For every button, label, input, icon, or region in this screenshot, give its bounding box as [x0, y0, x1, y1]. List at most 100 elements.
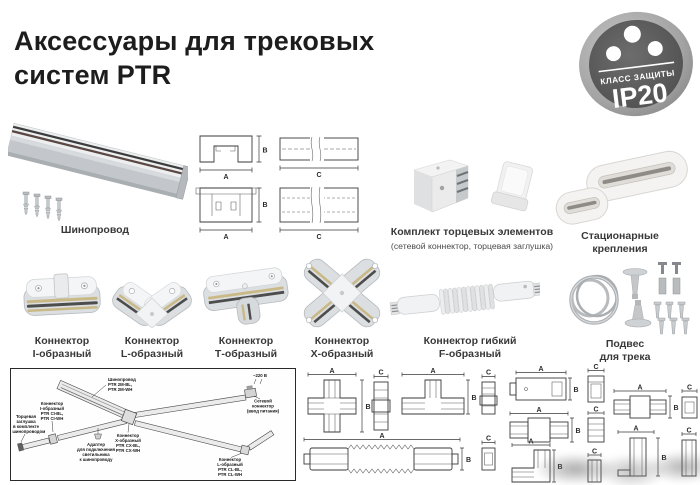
svg-text:C: C	[486, 436, 491, 443]
diagram-i-connector	[48, 433, 58, 445]
svg-text:Х-образный: Х-образный	[115, 438, 141, 443]
screws	[658, 262, 681, 295]
mount-small	[555, 187, 609, 225]
svg-text:для подключения: для подключения	[77, 447, 116, 452]
svg-text:A: A	[223, 234, 228, 240]
connector-i-label: Коннектор I-образный	[32, 335, 92, 360]
svg-text:B: B	[263, 148, 268, 155]
connector-flex-photo	[389, 280, 540, 316]
connector-l-label: Коннектор L-образный	[120, 335, 184, 360]
svg-text:B: B	[662, 455, 667, 462]
page-title-line1: Аксессуары для трековых	[14, 26, 375, 56]
badge-dot-top	[623, 25, 641, 43]
end-elements-kit-photo	[413, 159, 533, 213]
svg-text:A: A	[528, 439, 533, 446]
assembly-diagram: Шинопровод PTR 2M-BL, PTR 2M-WH ~220 В С…	[9, 368, 296, 481]
svg-text:PTR CL-WH: PTR CL-WH	[218, 472, 242, 477]
svg-text:(ввод питания): (ввод питания)	[247, 409, 280, 414]
track-photo	[8, 122, 188, 222]
diagram-x-connector	[120, 408, 138, 426]
svg-text:C: C	[486, 370, 491, 377]
svg-text:B: B	[366, 404, 371, 411]
svg-text:Коннектор: Коннектор	[219, 457, 242, 462]
svg-text:C: C	[316, 234, 321, 240]
svg-text:с шинопроводом: с шинопроводом	[11, 429, 45, 434]
ip20-badge-icon: КЛАСС ЗАЩИТЫ IP20	[579, 11, 693, 117]
svg-text:Коннектор: Коннектор	[117, 433, 140, 438]
diagram-end-cap	[17, 442, 24, 452]
svg-text:PTR CX-BL,: PTR CX-BL,	[116, 443, 140, 448]
suspension-label: Подвес для трека	[599, 338, 651, 363]
connector-l-photo	[112, 282, 192, 329]
track-label: Шинопровод	[60, 224, 130, 236]
svg-text:L-образный: L-образный	[217, 462, 243, 467]
svg-text:светильника: светильника	[82, 452, 110, 457]
svg-text:заглушка: заглушка	[16, 419, 36, 424]
badge-ip-text: IP20	[611, 77, 670, 114]
svg-text:A: A	[379, 433, 384, 440]
svg-text:C: C	[378, 370, 383, 377]
svg-text:~220 В: ~220 В	[253, 373, 267, 378]
stationary-mounts-photo	[555, 150, 688, 225]
track-dimension-drawings: A B C A B C	[195, 135, 359, 240]
svg-text:I-образный: I-образный	[40, 406, 64, 411]
svg-text:Сетевой: Сетевой	[254, 399, 272, 404]
svg-text:B: B	[472, 395, 477, 402]
svg-text:в комплекте: в комплекте	[13, 424, 40, 429]
svg-text:B: B	[574, 387, 579, 394]
connector-dimension-drawings: A B C A B C A B	[303, 368, 498, 474]
ceiling-fixings	[622, 268, 652, 328]
diagram-adapter	[94, 428, 102, 440]
cable-coil	[569, 274, 619, 325]
svg-text:B: B	[576, 428, 581, 435]
mounts-label: Стационарные крепления	[581, 230, 659, 255]
svg-text:A: A	[329, 368, 334, 375]
svg-text:B: B	[558, 464, 563, 471]
mount-large	[586, 150, 688, 202]
svg-text:PTR CL-BL,: PTR CL-BL,	[218, 467, 242, 472]
svg-text:к шинопроводу: к шинопроводу	[80, 457, 114, 462]
connector-x-photo	[303, 258, 381, 328]
assembly-diagram-drawing: Шинопровод PTR 2M-BL, PTR 2M-WH ~220 В С…	[9, 373, 280, 477]
svg-text:Коннектор: Коннектор	[41, 401, 64, 406]
power-feed-connector	[413, 159, 469, 213]
svg-text:C: C	[316, 172, 321, 179]
connector-t-photo	[203, 267, 289, 325]
svg-text:A: A	[430, 368, 435, 375]
connector-t-label: Коннектор Т-образный	[214, 335, 278, 360]
svg-text:A: A	[536, 407, 541, 414]
badge-dot-left	[606, 46, 622, 62]
svg-text:C: C	[687, 385, 692, 392]
badge-dot-right	[647, 41, 663, 57]
svg-text:C: C	[686, 428, 691, 435]
svg-text:коннектор: коннектор	[252, 404, 274, 409]
svg-text:C: C	[593, 407, 598, 414]
svg-text:PTR 2M-BL,: PTR 2M-BL,	[108, 382, 132, 387]
brand-name: PTR	[116, 60, 172, 90]
svg-text:Адаптер: Адаптер	[87, 442, 105, 447]
connector-x-label: Коннектор Х-образный	[310, 335, 374, 360]
ip20-protection-badge: КЛАСС ЗАЩИТЫ IP20	[571, 4, 700, 124]
svg-text:PTR CX-WH: PTR CX-WH	[116, 448, 140, 453]
svg-text:PTR CI-BL,: PTR CI-BL,	[41, 411, 63, 416]
svg-text:B: B	[466, 457, 471, 464]
diagram-l-connector	[239, 444, 251, 456]
diagram-power-connector	[244, 385, 257, 399]
connector-i-photo	[23, 273, 101, 316]
connector-flex-label: Коннектор гибкий F-образный	[423, 335, 517, 360]
svg-text:C: C	[593, 364, 598, 371]
svg-text:Шинопровод: Шинопровод	[108, 377, 136, 382]
svg-text:A: A	[223, 174, 228, 181]
end-cap	[491, 161, 533, 212]
end-kit-label: Комплект торцевых элементов (сетевой кон…	[390, 226, 554, 251]
anchors	[653, 301, 690, 335]
svg-text:A: A	[538, 366, 543, 373]
svg-text:Торцевая: Торцевая	[16, 414, 37, 419]
svg-text:B: B	[263, 202, 268, 209]
svg-text:PTR CI-WH: PTR CI-WH	[41, 416, 64, 421]
svg-text:PTR 2M-WH: PTR 2M-WH	[108, 387, 132, 392]
mounting-anchors	[22, 191, 63, 222]
